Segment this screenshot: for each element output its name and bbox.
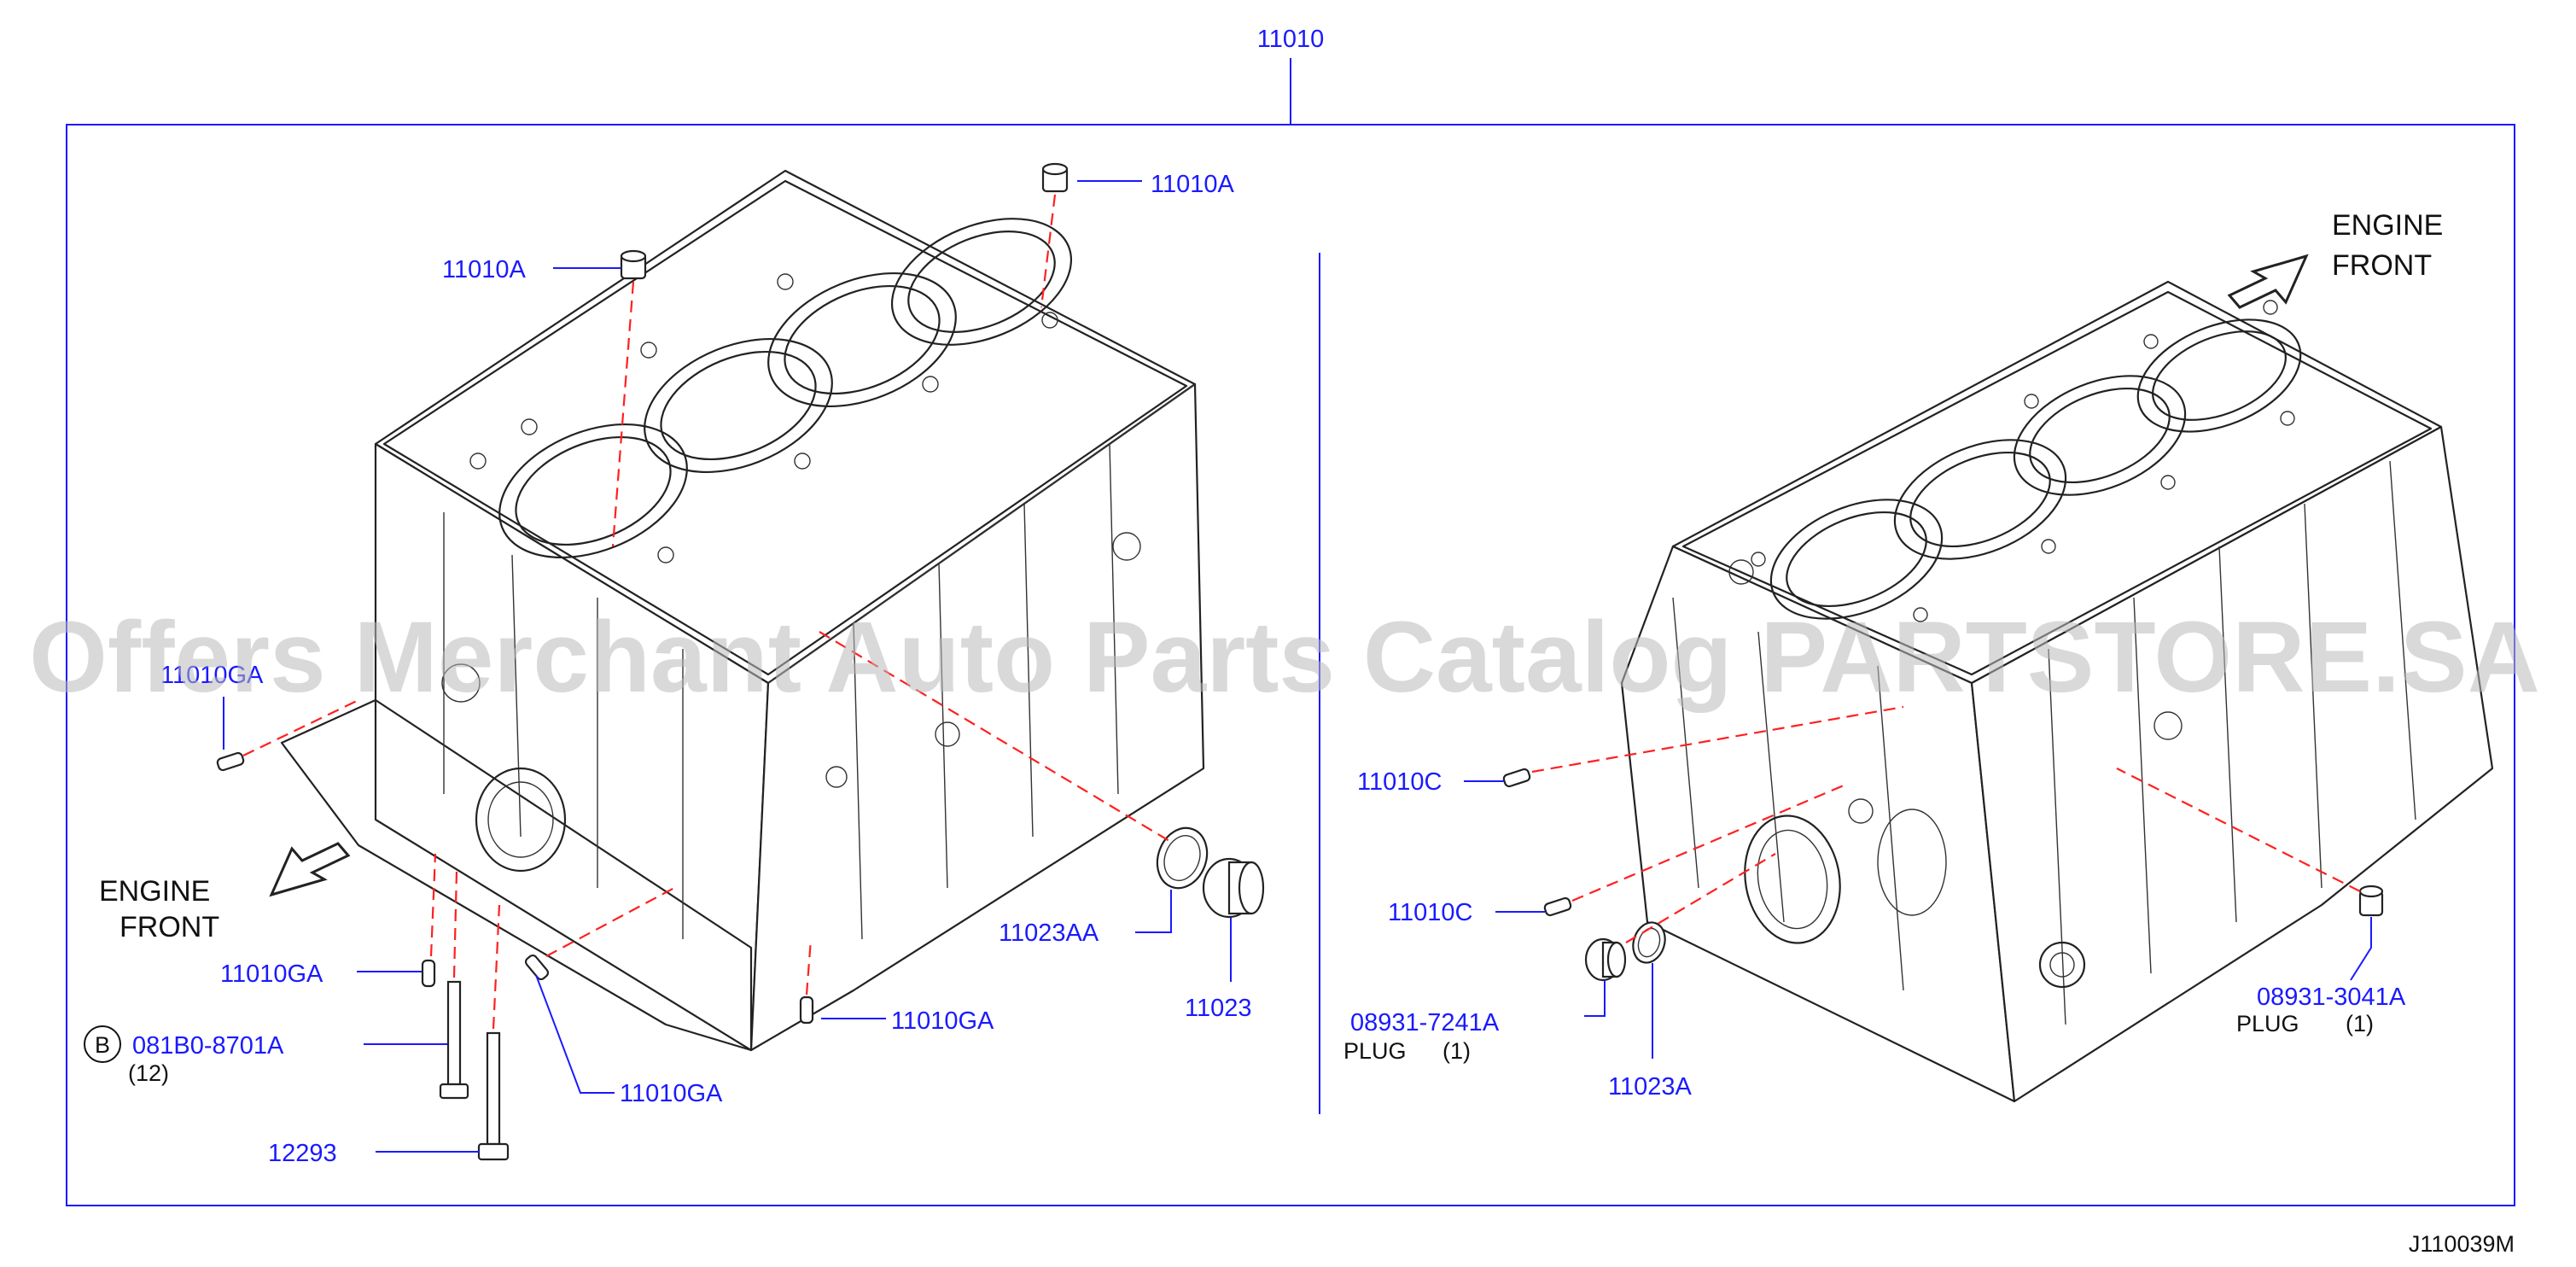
right-installation-lines [1531, 705, 2361, 943]
watermark: Offers Merchant Auto Parts Catalog PARTS… [29, 601, 2540, 714]
seal-ring[interactable] [1149, 821, 1215, 896]
callout-dowel-right-lower[interactable]: 11010C [1388, 899, 1472, 926]
figure-code: J110039M [2409, 1231, 2515, 1257]
seal-ring-right-view[interactable] [1628, 919, 1670, 967]
callout-dowel-cap-left[interactable]: 11010A [442, 256, 526, 283]
callout-dowel-lower-left[interactable]: 11010GA [220, 960, 323, 988]
left-view-parts [216, 162, 1265, 1161]
plug-right-quantity: (1) [2346, 1011, 2374, 1036]
dowel-pin-right-upper[interactable] [1502, 768, 1531, 788]
callout-seal-ring-right[interactable]: 11023A [1608, 1073, 1692, 1101]
engine-front-arrow-left [269, 842, 351, 897]
callout-dowel-cap-right[interactable]: 11010A [1151, 171, 1234, 198]
right-view-parts [1502, 768, 2384, 982]
plug-left-name: PLUG [1343, 1038, 1407, 1064]
bolt-code-badge-letter: B [95, 1032, 110, 1058]
callout-dowel-right-upper[interactable]: 11010C [1357, 768, 1442, 796]
bolt-code-badge: B [84, 1025, 121, 1063]
plug[interactable] [1202, 857, 1265, 919]
dowel-pin-upper[interactable] [216, 751, 245, 772]
engine-front-left-line2: FRONT [119, 911, 219, 943]
left-installation-lines [242, 194, 1170, 1030]
plug-right-name: PLUG [2236, 1011, 2299, 1036]
callout-plug-left-part[interactable]: 08931-7241A [1350, 1009, 1500, 1036]
dowel-cap-left[interactable] [620, 249, 647, 280]
bolt-quantity: (12) [128, 1060, 169, 1086]
assembly-number-label[interactable]: 11010 [1257, 26, 1325, 53]
callout-dowel-lower-right[interactable]: 11010GA [891, 1007, 994, 1035]
callout-dowel-mid[interactable]: 11010GA [620, 1080, 723, 1107]
dowel-pin-lower-right[interactable] [799, 996, 814, 1025]
left-leader-lines [223, 180, 1232, 1153]
engine-front-right-line2: FRONT [2332, 249, 2432, 282]
engine-front-left-line1: ENGINE [99, 875, 210, 908]
callout-main-bearing-bolt[interactable]: 081B0-8701A [132, 1032, 284, 1060]
plug-left-quantity: (1) [1442, 1038, 1471, 1064]
dowel-cap-right[interactable] [1041, 162, 1069, 193]
long-bolt[interactable] [477, 1031, 510, 1161]
plug-right-right-view[interactable] [2358, 885, 2384, 917]
cylinder-block-left-view [280, 169, 1205, 1052]
diagram-frame [66, 124, 2515, 1206]
callout-plug-right-part[interactable]: 08931-3041A [2257, 984, 2406, 1011]
cylinder-block-right-view [1620, 280, 2494, 1103]
right-leader-lines [1464, 780, 2372, 1059]
main-bearing-bolt[interactable] [439, 980, 469, 1100]
plug-left-right-view[interactable] [1584, 937, 1627, 982]
dowel-pin-lower-left[interactable] [421, 959, 436, 988]
dowel-pin-lower-mid[interactable] [524, 954, 550, 981]
dowel-pin-right-lower[interactable] [1543, 896, 1572, 917]
engine-front-right-line1: ENGINE [2332, 209, 2443, 242]
engine-front-arrow-right [2227, 254, 2309, 309]
callout-plug[interactable]: 11023 [1185, 995, 1252, 1022]
callout-seal-ring[interactable]: 11023AA [999, 920, 1099, 947]
callout-dowel-upper[interactable]: 11010GA [160, 662, 264, 689]
callout-long-bolt[interactable]: 12293 [268, 1140, 337, 1167]
